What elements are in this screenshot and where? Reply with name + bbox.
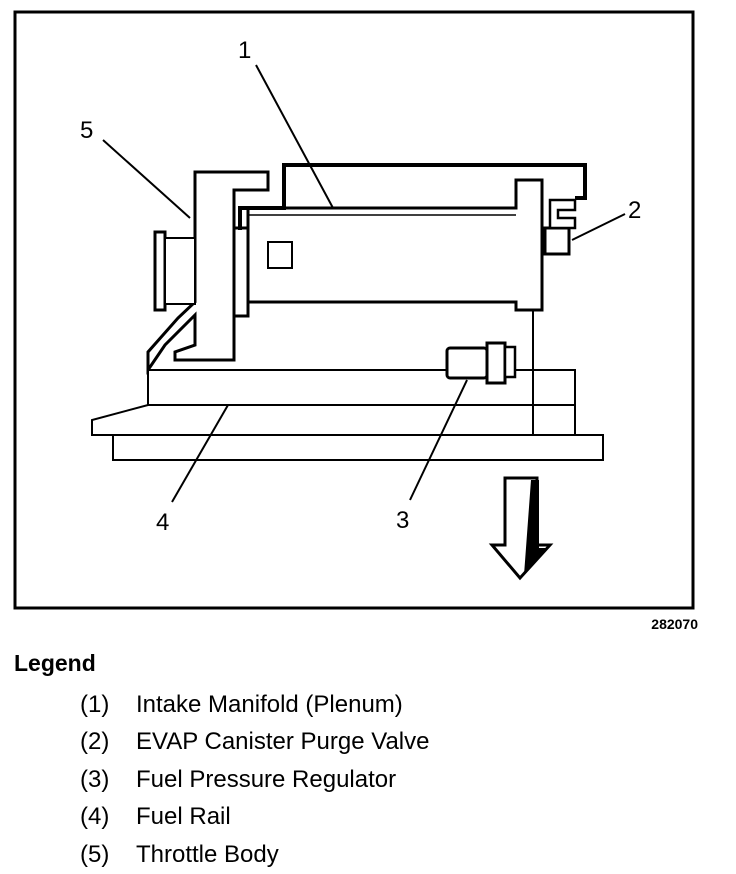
leader-line-4 — [171, 404, 229, 503]
legend-item-label: Throttle Body — [136, 840, 279, 868]
throttle-body — [146, 170, 270, 375]
leader-line-1 — [255, 64, 334, 209]
legend-item-number: (1) — [80, 690, 110, 718]
callout-5: 5 — [80, 117, 93, 144]
throttle-gasket — [232, 226, 250, 318]
direction-arrow-shadow — [524, 480, 548, 575]
legend-item-label: Fuel Rail — [136, 803, 231, 831]
legend-title: Legend — [14, 650, 96, 676]
regulator-collar — [485, 341, 507, 385]
legend-item: (3) Fuel Pressure Regulator — [80, 761, 429, 799]
leader-line-3 — [409, 379, 468, 501]
throttle-inlet-flange — [153, 230, 167, 312]
leader-line-5 — [102, 139, 191, 219]
callout-3: 3 — [396, 507, 409, 534]
callout-4: 4 — [156, 509, 169, 536]
engine-diagram: 1 2 3 4 5 — [13, 10, 695, 610]
plenum-port — [267, 241, 293, 269]
leader-line-2 — [571, 213, 626, 241]
legend-item-label: Intake Manifold (Plenum) — [136, 690, 403, 718]
base-plate — [112, 434, 604, 461]
intake-manifold-plenum — [246, 178, 544, 312]
callout-1: 1 — [238, 37, 251, 64]
legend-item: (1) Intake Manifold (Plenum) — [80, 686, 429, 724]
regulator-cap — [503, 345, 517, 379]
vacuum-hose — [238, 163, 587, 230]
purge-valve-fitting — [548, 198, 577, 230]
legend-item-number: (3) — [80, 765, 110, 793]
legend-item: (4) Fuel Rail — [80, 799, 429, 837]
diagram-frame — [13, 10, 695, 610]
figure-id: 282070 — [651, 616, 698, 632]
legend-item-number: (2) — [80, 728, 110, 756]
legend-item-label: Fuel Pressure Regulator — [136, 765, 397, 793]
fuel-pressure-regulator — [445, 346, 489, 380]
fuel-rail — [91, 404, 576, 436]
legend-item: (2) EVAP Canister Purge Valve — [80, 724, 429, 762]
purge-valve-body — [543, 226, 571, 256]
legend-item-number: (5) — [80, 840, 110, 868]
legend-item-number: (4) — [80, 803, 110, 831]
legend-item: (5) Throttle Body — [80, 836, 429, 874]
direction-arrow-icon — [488, 476, 554, 581]
throttle-inlet — [164, 237, 196, 305]
callout-2: 2 — [628, 197, 641, 224]
legend-item-label: EVAP Canister Purge Valve — [136, 728, 430, 756]
legend-list: (1) Intake Manifold (Plenum) (2) EVAP Cani… — [80, 686, 429, 874]
